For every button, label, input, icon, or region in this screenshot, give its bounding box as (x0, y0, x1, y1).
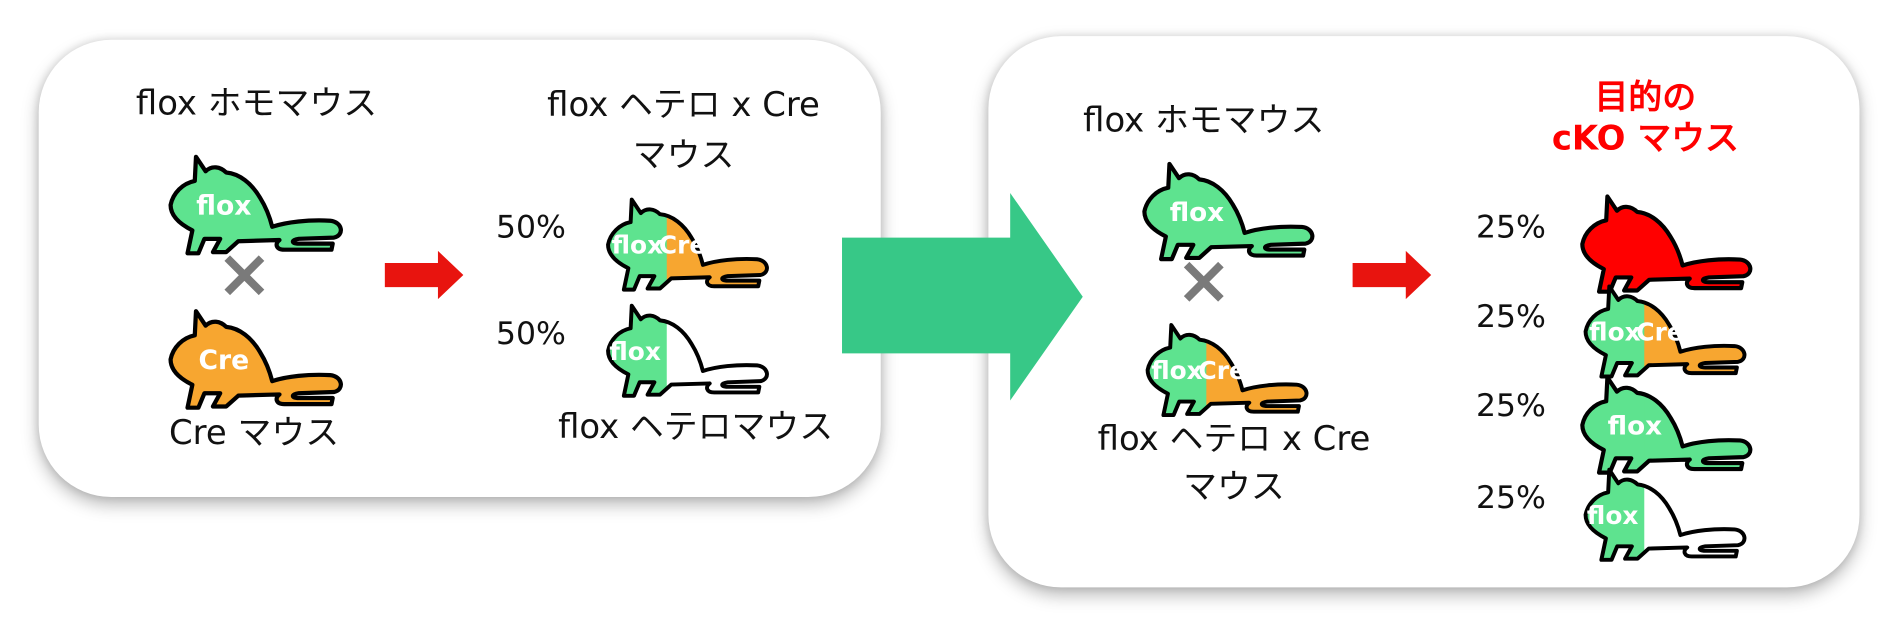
p1-offspring-top-label-2: マウス (632, 135, 735, 175)
mouse-tag-flox: flox (609, 337, 660, 366)
p1-offspring-bottom-label: flox ヘテロマウス (558, 406, 834, 447)
p2-offspring-flox-het-mouse: flox (1583, 467, 1747, 562)
p2-parent2-label-2: マウス (1183, 466, 1285, 507)
p2-offspring-flox-homo-mouse: flox (1580, 375, 1753, 475)
p2-parent2-label-1: flox ヘテロ x Cre (1097, 418, 1371, 459)
mouse-tag-cre: Cre (198, 345, 249, 376)
red-arrow-1 (384, 250, 464, 300)
p2-offspring-1-percent: 25% (1475, 209, 1546, 247)
panel-second-cross (988, 36, 1860, 588)
mouse-tag-flox: flox (1151, 356, 1202, 385)
mouse-tag-cre: Cre (1636, 318, 1683, 347)
red-arrow-2 (1352, 250, 1432, 300)
mouse-tag-flox: flox (1589, 318, 1640, 347)
mouse-tag-cre: Cre (659, 231, 706, 260)
p1-flox-homo-mouse: flox (168, 154, 343, 256)
p1-offspring-top-label-1: flox ヘテロ x Cre (547, 84, 820, 125)
p1-offspring-1-percent: 50% (496, 209, 566, 247)
mouse-tag-flox: flox (196, 191, 251, 222)
p2-offspring-2-percent: 25% (1475, 299, 1546, 336)
mouse-tag-flox: flox (1587, 501, 1638, 530)
p2-flox-homo-mouse: flox (1142, 161, 1315, 262)
mouse-tag-flox: flox (1608, 412, 1663, 442)
mouse-tag-flox: flox (612, 231, 663, 260)
p1-cre-mouse: Cre (168, 309, 343, 410)
mouse-tag-flox: flox (1170, 198, 1225, 228)
mouse-tag-cre: Cre (1198, 356, 1245, 385)
p2-parent1-label: flox ホモマウス (1083, 100, 1325, 140)
big-green-arrow (842, 192, 1083, 401)
p2-offspring-3-percent: 25% (1475, 388, 1546, 425)
p1-parent2-label: Cre マウス (169, 412, 340, 453)
target-label-1: 目的の (1594, 77, 1697, 118)
p1-parent1-label: flox ホモマウス (135, 83, 378, 124)
p2-offspring-cko-mouse (1580, 194, 1753, 294)
target-label-2: cKO マウス (1551, 118, 1739, 159)
p2-offspring-4-percent: 25% (1475, 480, 1546, 517)
p1-offspring-flox-het-mouse: flox (606, 303, 769, 398)
p1-offspring-2-percent: 50% (496, 316, 566, 353)
